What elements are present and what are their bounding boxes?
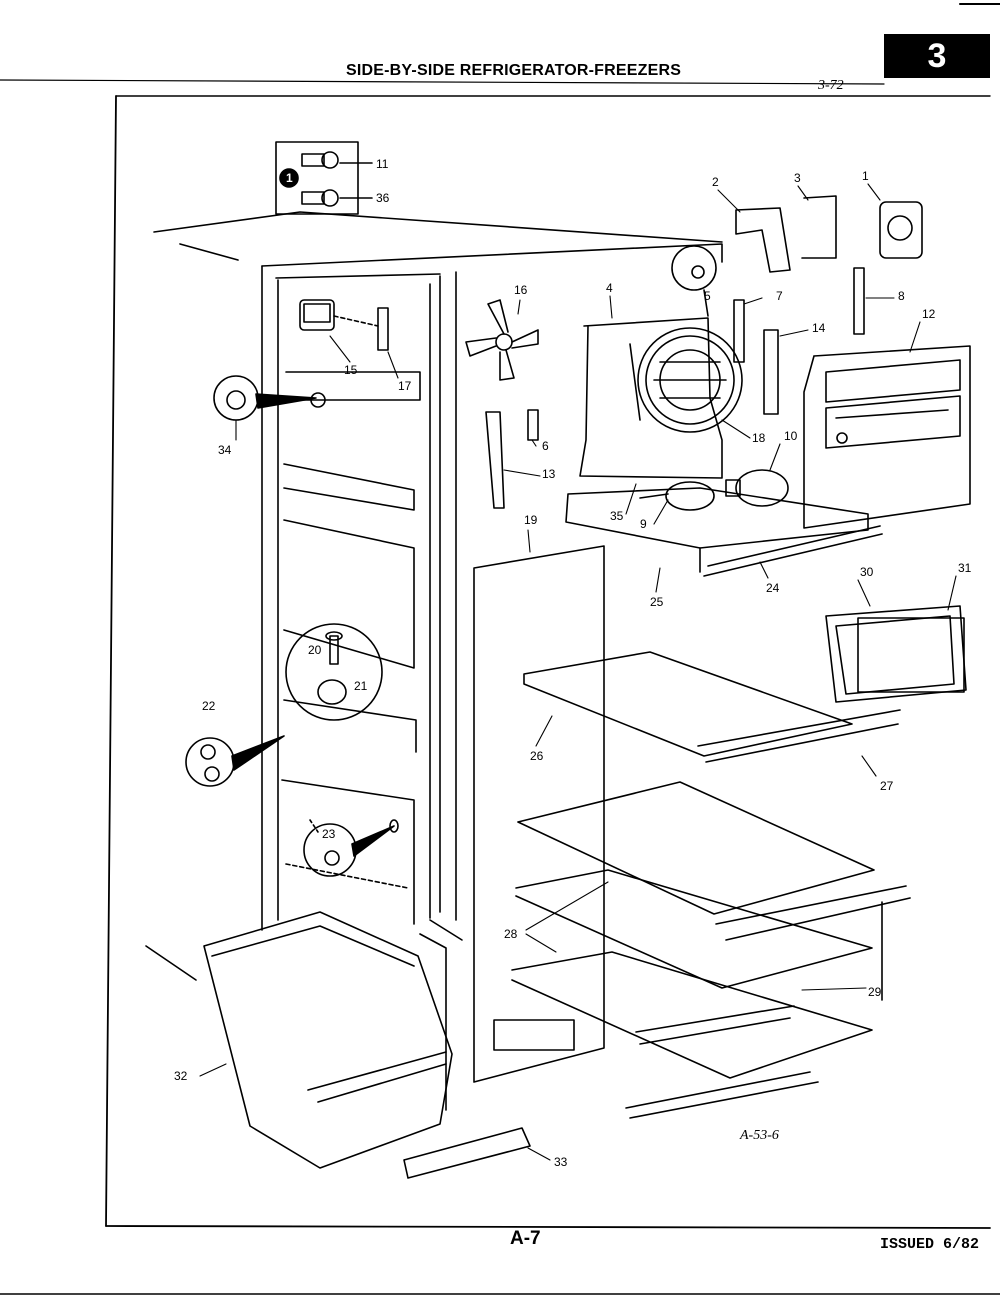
part-label: 34 bbox=[218, 443, 232, 457]
control-parts bbox=[299, 299, 389, 351]
part-label: 11 bbox=[376, 157, 389, 171]
bushing-callout-22 bbox=[185, 735, 285, 787]
handwritten-note: 3-72 bbox=[818, 78, 844, 93]
part-label: 29 bbox=[868, 985, 882, 999]
part-label: 23 bbox=[322, 827, 336, 841]
part-label: 15 bbox=[344, 363, 358, 377]
drawing-id: A-53-6 bbox=[740, 1128, 779, 1143]
crisper-cover-30-31 bbox=[825, 605, 967, 703]
leader-lines bbox=[199, 183, 957, 1161]
part-label: 21 bbox=[354, 679, 368, 693]
shelf-26 bbox=[523, 651, 901, 763]
part-label: 9 bbox=[640, 517, 647, 531]
fan-shroud-plate bbox=[565, 487, 883, 577]
section-number: 3 bbox=[927, 37, 947, 75]
fan-motor-assembly bbox=[579, 317, 743, 479]
freezer-shelves bbox=[281, 371, 421, 925]
part-label: 31 bbox=[958, 561, 972, 575]
issue-date: ISSUED 6/82 bbox=[880, 1236, 980, 1253]
part-label: 24 bbox=[766, 581, 780, 595]
part-label: 32 bbox=[174, 1069, 188, 1083]
page-label: A-7 bbox=[510, 1228, 541, 1249]
part-label: 36 bbox=[376, 191, 390, 205]
part-label: 20 bbox=[308, 643, 322, 657]
part-label: 17 bbox=[398, 379, 412, 393]
part-label: 7 bbox=[776, 289, 783, 303]
part-label: 14 bbox=[812, 321, 826, 335]
control-housing-12 bbox=[803, 345, 971, 529]
top-brackets bbox=[733, 195, 923, 415]
part-label: 2 bbox=[712, 175, 719, 189]
valve-inset: 1 bbox=[275, 141, 373, 215]
part-label: 22 bbox=[202, 699, 216, 713]
part-label: 10 bbox=[784, 429, 798, 443]
part-labels: 1 2 3 4 5 6 7 8 9 10 11 12 13 14 15 16 1… bbox=[174, 157, 972, 1169]
part-label: 30 bbox=[860, 565, 874, 579]
water-valve-icon bbox=[301, 151, 339, 207]
trim-strip-33 bbox=[403, 1127, 531, 1179]
part-label: 27 bbox=[880, 779, 894, 793]
part-label: 19 bbox=[524, 513, 538, 527]
shelf-support-callout bbox=[285, 623, 383, 721]
page-frame bbox=[0, 3, 1000, 1295]
part-label: 6 bbox=[542, 439, 549, 453]
part-label: 12 bbox=[922, 307, 936, 321]
part-label: 1 bbox=[862, 169, 869, 183]
part-label: 8 bbox=[898, 289, 905, 303]
bulb-callout-34 bbox=[213, 375, 326, 421]
part-label: 4 bbox=[606, 281, 613, 295]
callout-5 bbox=[671, 245, 717, 317]
part-label: 3 bbox=[794, 171, 801, 185]
inset-marker: 1 bbox=[286, 171, 293, 185]
part-label: 33 bbox=[554, 1155, 568, 1169]
glass-shelves-28 bbox=[511, 781, 911, 1119]
section-tab bbox=[884, 34, 990, 78]
part-label: 18 bbox=[752, 431, 766, 445]
cabinet-outline bbox=[153, 211, 723, 931]
fan-blade-icon bbox=[465, 299, 539, 381]
part-label: 13 bbox=[542, 467, 556, 481]
part-label: 28 bbox=[504, 927, 518, 941]
part-label: 25 bbox=[650, 595, 664, 609]
part-label: 35 bbox=[610, 509, 624, 523]
part-label: 26 bbox=[530, 749, 544, 763]
part-label: 5 bbox=[704, 289, 711, 303]
light-bulb-icon bbox=[639, 469, 789, 511]
freezer-bin-32 bbox=[145, 911, 453, 1169]
plug-callout-23 bbox=[303, 819, 399, 877]
bracket-13 bbox=[485, 409, 539, 509]
part-label: 16 bbox=[514, 283, 528, 297]
rear-panel-19 bbox=[473, 545, 605, 1083]
liner-bottom bbox=[419, 919, 463, 1111]
page-title: SIDE-BY-SIDE REFRIGERATOR-FREEZERS bbox=[346, 62, 682, 79]
